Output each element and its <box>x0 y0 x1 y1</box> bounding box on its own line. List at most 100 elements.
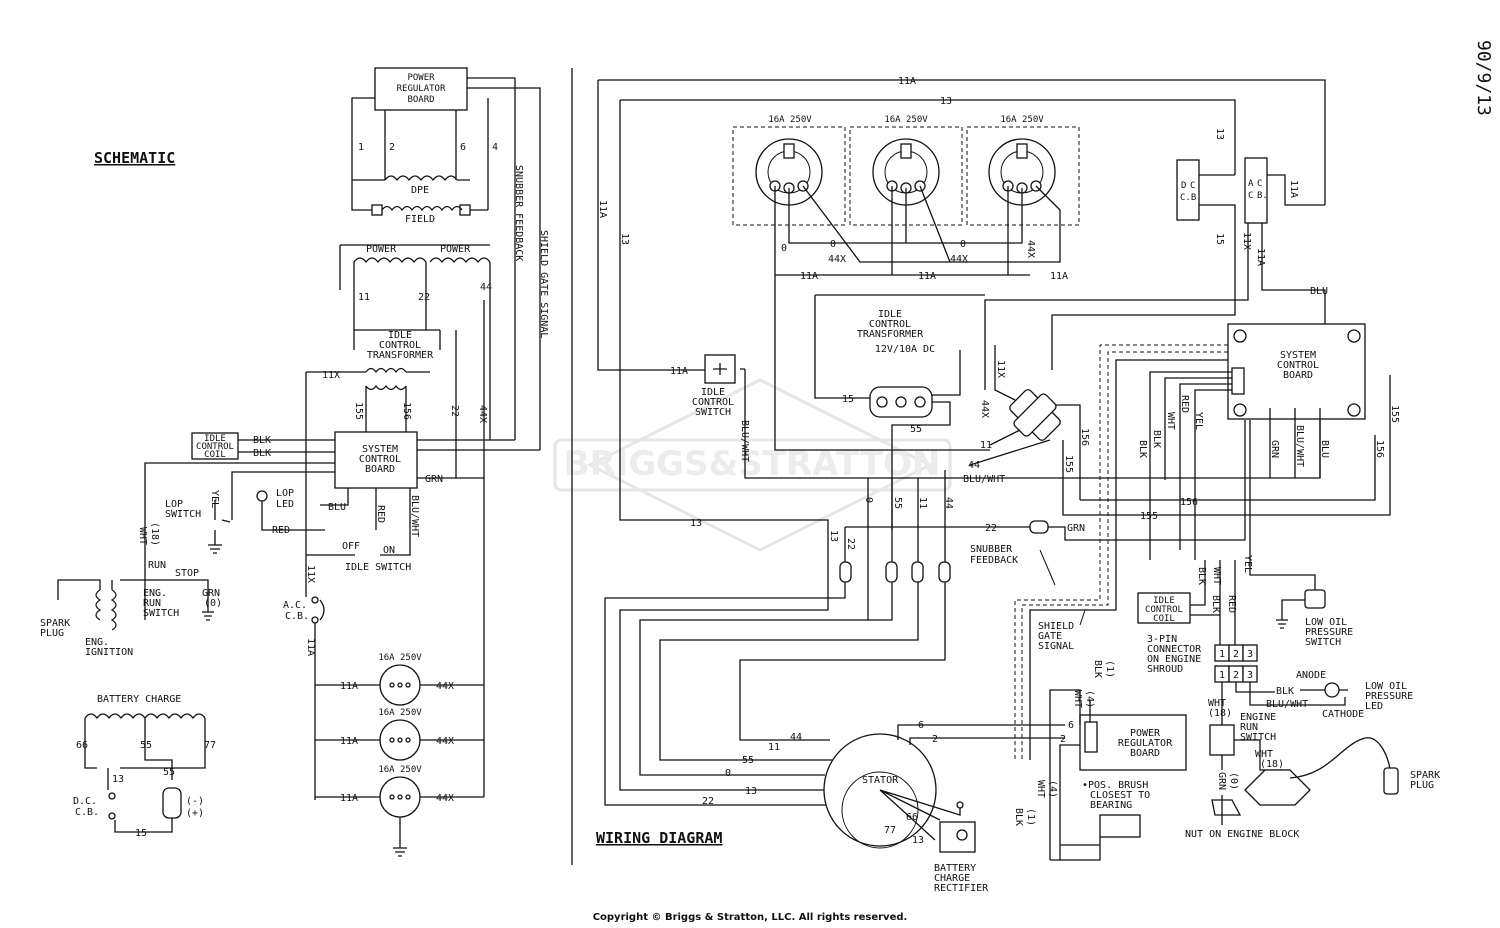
wd-icc-3: COIL <box>1153 614 1175 624</box>
wd-snubber-2: FEEDBACK <box>970 555 1018 566</box>
wd-grn-22: GRN <box>1067 523 1085 534</box>
wd-3pin-4: SHROUD <box>1147 664 1183 675</box>
wd-wire-44-st: 44 <box>790 732 802 743</box>
wd-spark-plug-icon <box>1383 767 1399 795</box>
wd-receptacle-3-rating: 16A 250V <box>1000 115 1044 125</box>
schem-idle-control-coil <box>191 432 239 460</box>
wd-stator-inner <box>841 771 919 849</box>
wd-bcr-2: CHARGE <box>934 873 970 884</box>
idle-switch-on: ON <box>383 545 395 556</box>
wd-wire-11x-sn: 11X <box>995 360 1006 378</box>
schem-shield-gate-signal: SHIELD GATE SIGNAL <box>538 230 549 338</box>
wd-wire-6-prb: 6 <box>1068 720 1074 731</box>
wd-stator-terminal <box>956 801 964 809</box>
wd-wire-0-c: 0 <box>960 239 966 250</box>
wd-nut-label: NUT ON ENGINE BLOCK <box>1185 829 1299 840</box>
schem-dc-cb-2: C.B. <box>75 807 99 818</box>
copyright-notice: Copyright © Briggs & Stratton, LLC. All … <box>592 912 908 923</box>
dpe-coil <box>384 175 458 181</box>
wd-wire-44-sn: 44 <box>968 460 980 471</box>
schem-yel: YEL <box>209 490 220 508</box>
wd-ac-cb-4: B. <box>1257 191 1268 201</box>
wd-blu-scb: BLU <box>1319 440 1330 458</box>
wd-ict-label-1: IDLE <box>878 309 902 320</box>
wd-spark-plug-2: PLUG <box>1410 780 1434 791</box>
wd-ict-label-2: CONTROL <box>869 319 911 330</box>
wd-pin-1-l: 1 <box>1219 670 1225 681</box>
schem-blk-2: BLK <box>253 448 271 459</box>
wd-12v-label: 12V/10A DC <box>875 344 935 355</box>
schem-wire-77: 77 <box>204 740 216 751</box>
eng-run-switch-3: SWITCH <box>143 608 179 619</box>
schem-wire-11a: 11A <box>305 638 316 656</box>
wd-dc-cb-2: C <box>1190 181 1195 191</box>
lop-switch-label-2: SWITCH <box>165 509 201 520</box>
field-label: FIELD <box>405 214 435 225</box>
wd-wire-13-left: 13 <box>619 233 630 245</box>
wd-wire-55-st: 55 <box>742 755 754 766</box>
wd-wire-22-bottom: 22 <box>702 796 714 807</box>
dc-cb-terminal-bottom <box>108 812 116 820</box>
schem-plus: (+) <box>186 808 204 819</box>
wd-3pin-3: ON ENGINE <box>1147 654 1201 665</box>
schem-receptacle-2-rating: 16A 250V <box>378 708 422 718</box>
idle-switch-label: IDLE SWITCH <box>345 562 411 573</box>
wd-lopl-1: LOW OIL <box>1365 681 1407 692</box>
wd-ac-cb-3: C <box>1248 191 1253 201</box>
briggs-stratton-watermark: BRIGGS&STRATTON <box>553 378 952 552</box>
wd-rectifier-stud <box>956 829 968 841</box>
icc-label-2: CONTROL <box>196 442 234 452</box>
wd-wire-155-scb: 155 <box>1389 405 1400 423</box>
schem-grn-0-a: GRN <box>202 588 220 599</box>
wd-wire-44x-b: 44X <box>950 254 968 265</box>
wd-grn-scb: GRN <box>1269 440 1280 458</box>
schem-wire-156: 156 <box>401 402 412 420</box>
wd-pin-2-l: 2 <box>1233 670 1239 681</box>
ict-primary-coil <box>365 367 407 374</box>
schem-44x-r3: 44X <box>436 793 454 804</box>
wd-dc-cb <box>1176 159 1200 221</box>
wd-shield-3: SIGNAL <box>1038 641 1074 652</box>
schem-lop-led-icon <box>256 490 268 502</box>
eng-ignition-1: ENG. <box>85 637 109 648</box>
wd-wire-22-h: 22 <box>985 523 997 534</box>
schem-wire-6: 6 <box>460 142 466 153</box>
wd-receptacle-3: 16A 250V <box>966 115 1080 226</box>
wd-ers-2: RUN <box>1240 722 1258 733</box>
wd-3pin-2: CONNECTOR <box>1147 644 1202 655</box>
wd-bcr-1: BATTERY <box>934 863 976 874</box>
power-coil-2 <box>429 257 491 263</box>
wd-wire-11a-left: 11A <box>597 200 608 218</box>
schem-wire-2: 2 <box>389 142 395 153</box>
wd-bcr-3: RECTIFIER <box>934 883 989 894</box>
eng-run-switch-2: RUN <box>143 598 161 609</box>
schem-wire-155: 155 <box>353 402 364 420</box>
watermark-text: BRIGGS&STRATTON <box>564 444 941 484</box>
wd-ict-label-3: TRANSFORMER <box>857 329 924 340</box>
wd-wire-44-vert: 44 <box>943 497 954 509</box>
wd-wire-0-b: 0 <box>830 239 836 250</box>
wd-wire-55-vert: 55 <box>892 497 903 509</box>
wd-wire-13-st: 13 <box>745 786 757 797</box>
wd-blu-wht-ics: BLU/WHT <box>739 420 750 462</box>
power-coil-2-label: POWER <box>440 244 471 255</box>
wd-wire-13-rect: 13 <box>912 835 924 846</box>
scb-screw-tl <box>1233 329 1247 343</box>
wd-wire-11a-accb: 11A <box>1288 180 1299 198</box>
wd-pin-2-u: 2 <box>1233 649 1239 660</box>
wd-dc-cb-3: C.B. <box>1180 193 1202 203</box>
wd-lops-2: PRESSURE <box>1305 627 1353 638</box>
schem-11a-r1: 11A <box>340 681 358 692</box>
wd-blk-1: BLK <box>1137 440 1148 458</box>
wd-wht18-d: (18) <box>1260 759 1284 770</box>
wd-receptacle-2-rating: 16A 250V <box>884 115 928 125</box>
dpe-label: DPE <box>411 185 429 196</box>
wd-prb-2: REGULATOR <box>1118 738 1173 749</box>
ict-label-3: TRANSFORMER <box>367 350 434 361</box>
wd-ignition-module <box>1244 769 1311 806</box>
wd-wire-156-sn: 156 <box>1079 428 1090 446</box>
ignition-coil-primary <box>95 589 102 621</box>
wd-scb-label-2: CONTROL <box>1277 360 1319 371</box>
schem-power-regulator-board <box>374 67 468 111</box>
